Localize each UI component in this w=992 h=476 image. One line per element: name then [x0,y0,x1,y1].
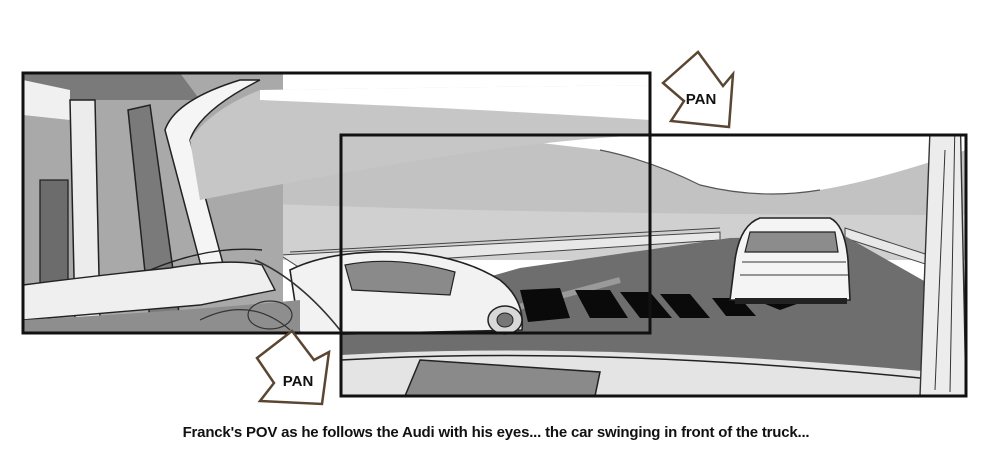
pan-label: PAN [283,373,314,390]
motion-dash [620,292,672,318]
end-frame-outline [339,133,968,398]
driver-arms [23,248,341,333]
motion-dash [520,288,570,322]
pan-arrow-icon [661,50,735,129]
sketch-illustration [23,73,966,396]
pan-label: PAN [686,91,717,108]
motion-dash [660,294,710,318]
storyboard-caption: Franck's POV as he follows the Audi with… [182,424,810,441]
audi-side [289,251,524,336]
start-frame-outline [21,71,652,335]
pan-arrow-icon [255,329,331,406]
pan-arrow-bottom: PAN [255,329,331,406]
motion-dash [575,290,628,318]
motion-dash [712,298,756,316]
car-ahead [729,217,851,304]
pan-arrow-top: PAN [661,50,735,129]
dash-vent [403,359,601,396]
